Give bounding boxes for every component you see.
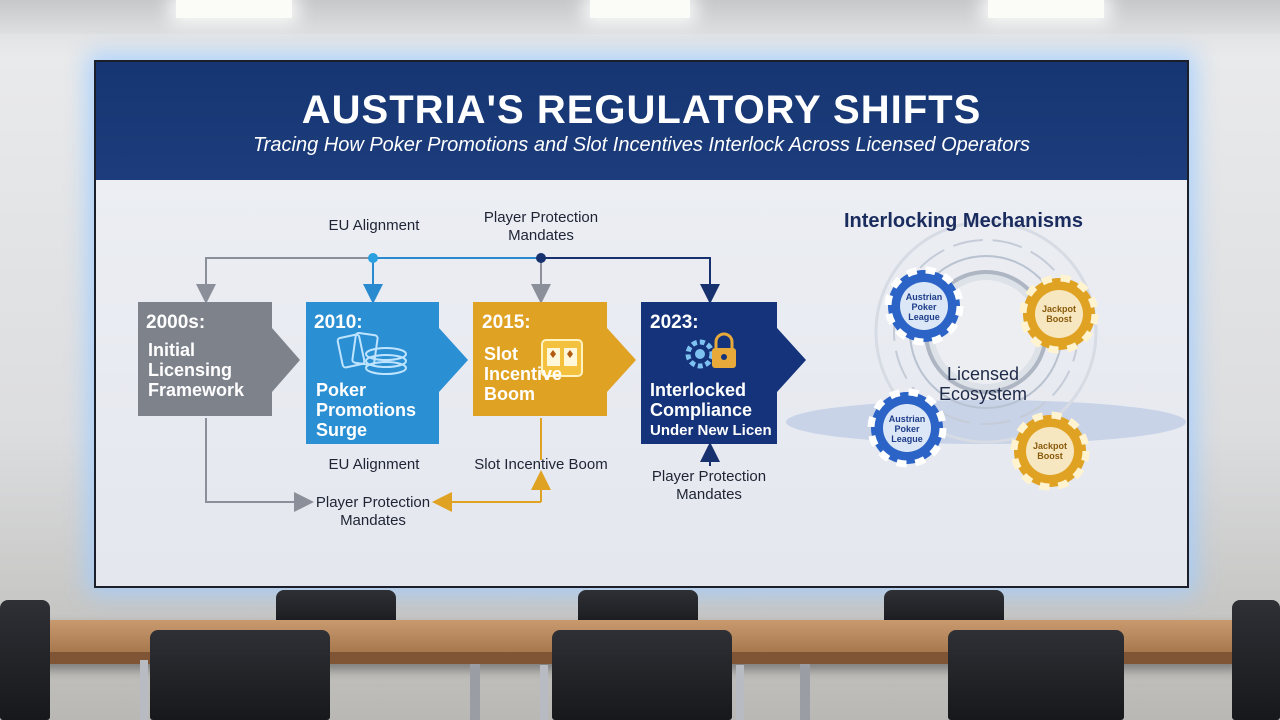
chip-line: Boost [1037, 451, 1063, 461]
chip-line: Jackpot [1032, 441, 1067, 451]
chip-label-jackpot-bottom: Jackpot Boost [1020, 441, 1080, 461]
presentation-screen: AUSTRIA'S REGULATORY SHIFTS Tracing How … [94, 60, 1189, 588]
label-line: Mandates [340, 512, 406, 529]
chair-front [150, 630, 330, 720]
label-player-protection-bottom-left: Player Protection Mandates [298, 494, 448, 530]
stage-line: Framework [148, 380, 245, 400]
gear-lock-icon [685, 332, 736, 369]
top-connector-navy [536, 253, 720, 304]
label-line: Mandates [676, 486, 742, 503]
top-connector-blue [363, 253, 541, 304]
slide-subtitle: Tracing How Poker Promotions and Slot In… [252, 134, 1030, 156]
ceiling-light [590, 0, 690, 18]
chip-line: Boost [1046, 314, 1072, 324]
chip-line: Austrian [888, 414, 926, 424]
stage-line: Licensing [148, 360, 233, 380]
stage-line: Interlocked [650, 380, 747, 400]
stage-2023 [641, 302, 806, 444]
top-connector-gray [196, 257, 551, 304]
hub-label: Licensed Ecosystem [921, 364, 1045, 404]
ceiling-light [176, 0, 292, 18]
slide-title: AUSTRIA'S REGULATORY SHIFTS [301, 88, 982, 132]
label-player-protection-top: Player Protection Mandates [466, 209, 616, 245]
chip-label-jackpot-top: Jackpot Boost [1029, 304, 1089, 324]
hub-line: Ecosystem [938, 384, 1028, 404]
label-line: Mandates [508, 227, 574, 244]
chip-label-poker-bottom: Austrian Poker League [877, 414, 937, 444]
stage-line: Incentive [484, 364, 563, 384]
table-leg [800, 664, 810, 720]
label-eu-alignment-bottom: EU Alignment [328, 456, 420, 473]
timeline-diagram [138, 220, 1186, 512]
stage-line: Initial [148, 340, 196, 360]
label-eu-alignment-top: EU Alignment [328, 217, 420, 234]
hub-line: Licensed [946, 364, 1020, 384]
stage-line: Poker [316, 380, 367, 400]
poker-cards-icon [336, 332, 407, 375]
stage-line: Surge [316, 420, 368, 440]
ceiling-light [988, 0, 1104, 18]
chair-armrest [736, 665, 744, 720]
label-line: Player Protection [315, 494, 431, 511]
table-leg [470, 664, 480, 720]
stage-year: 2023: [650, 312, 699, 333]
poker-chip-bottom-left [867, 388, 947, 468]
title-banner: AUSTRIA'S REGULATORY SHIFTS Tracing How … [96, 62, 1187, 180]
stage-line: Slot [484, 344, 518, 364]
chair-armrest [540, 665, 548, 720]
chair-front [948, 630, 1124, 720]
chair-side [0, 600, 50, 720]
jackpot-chip-bottom-right [1010, 411, 1090, 491]
label-slot-incentive-boom: Slot Incentive Boom [474, 456, 608, 473]
label-line: Player Protection [651, 468, 767, 485]
chip-line: Poker [911, 302, 937, 312]
chip-line: Poker [894, 424, 920, 434]
stage-year: 2010: [314, 312, 363, 333]
chip-line: League [891, 434, 923, 444]
chair-front [552, 630, 732, 720]
mechanisms-title: Interlocking Mechanisms [844, 210, 1083, 232]
stage-year: 2000s: [146, 312, 206, 333]
chip-line: League [908, 312, 940, 322]
chair-side [1232, 600, 1280, 720]
stage-2000s [138, 302, 300, 416]
label-player-protection-bottom-right: Player Protection Mandates [634, 468, 784, 504]
label-line: Player Protection [483, 209, 599, 226]
jackpot-chip-top-right [1019, 274, 1099, 354]
bottom-connector-gray [205, 418, 314, 512]
stage-year: 2015: [482, 312, 531, 333]
slot-machine-icon [541, 339, 583, 377]
stage-line: Under New Licen [650, 422, 772, 439]
chip-line: Jackpot [1041, 304, 1076, 314]
chair-armrest [140, 660, 148, 720]
chip-label-poker-top: Austrian Poker League [894, 292, 954, 322]
stage-line: Boom [484, 384, 535, 404]
poker-chip-top-left [884, 266, 964, 346]
bottom-connector-gold [432, 418, 551, 512]
chip-line: Austrian [905, 292, 943, 302]
stage-line: Promotions [316, 400, 417, 420]
stage-line: Compliance [650, 400, 753, 420]
